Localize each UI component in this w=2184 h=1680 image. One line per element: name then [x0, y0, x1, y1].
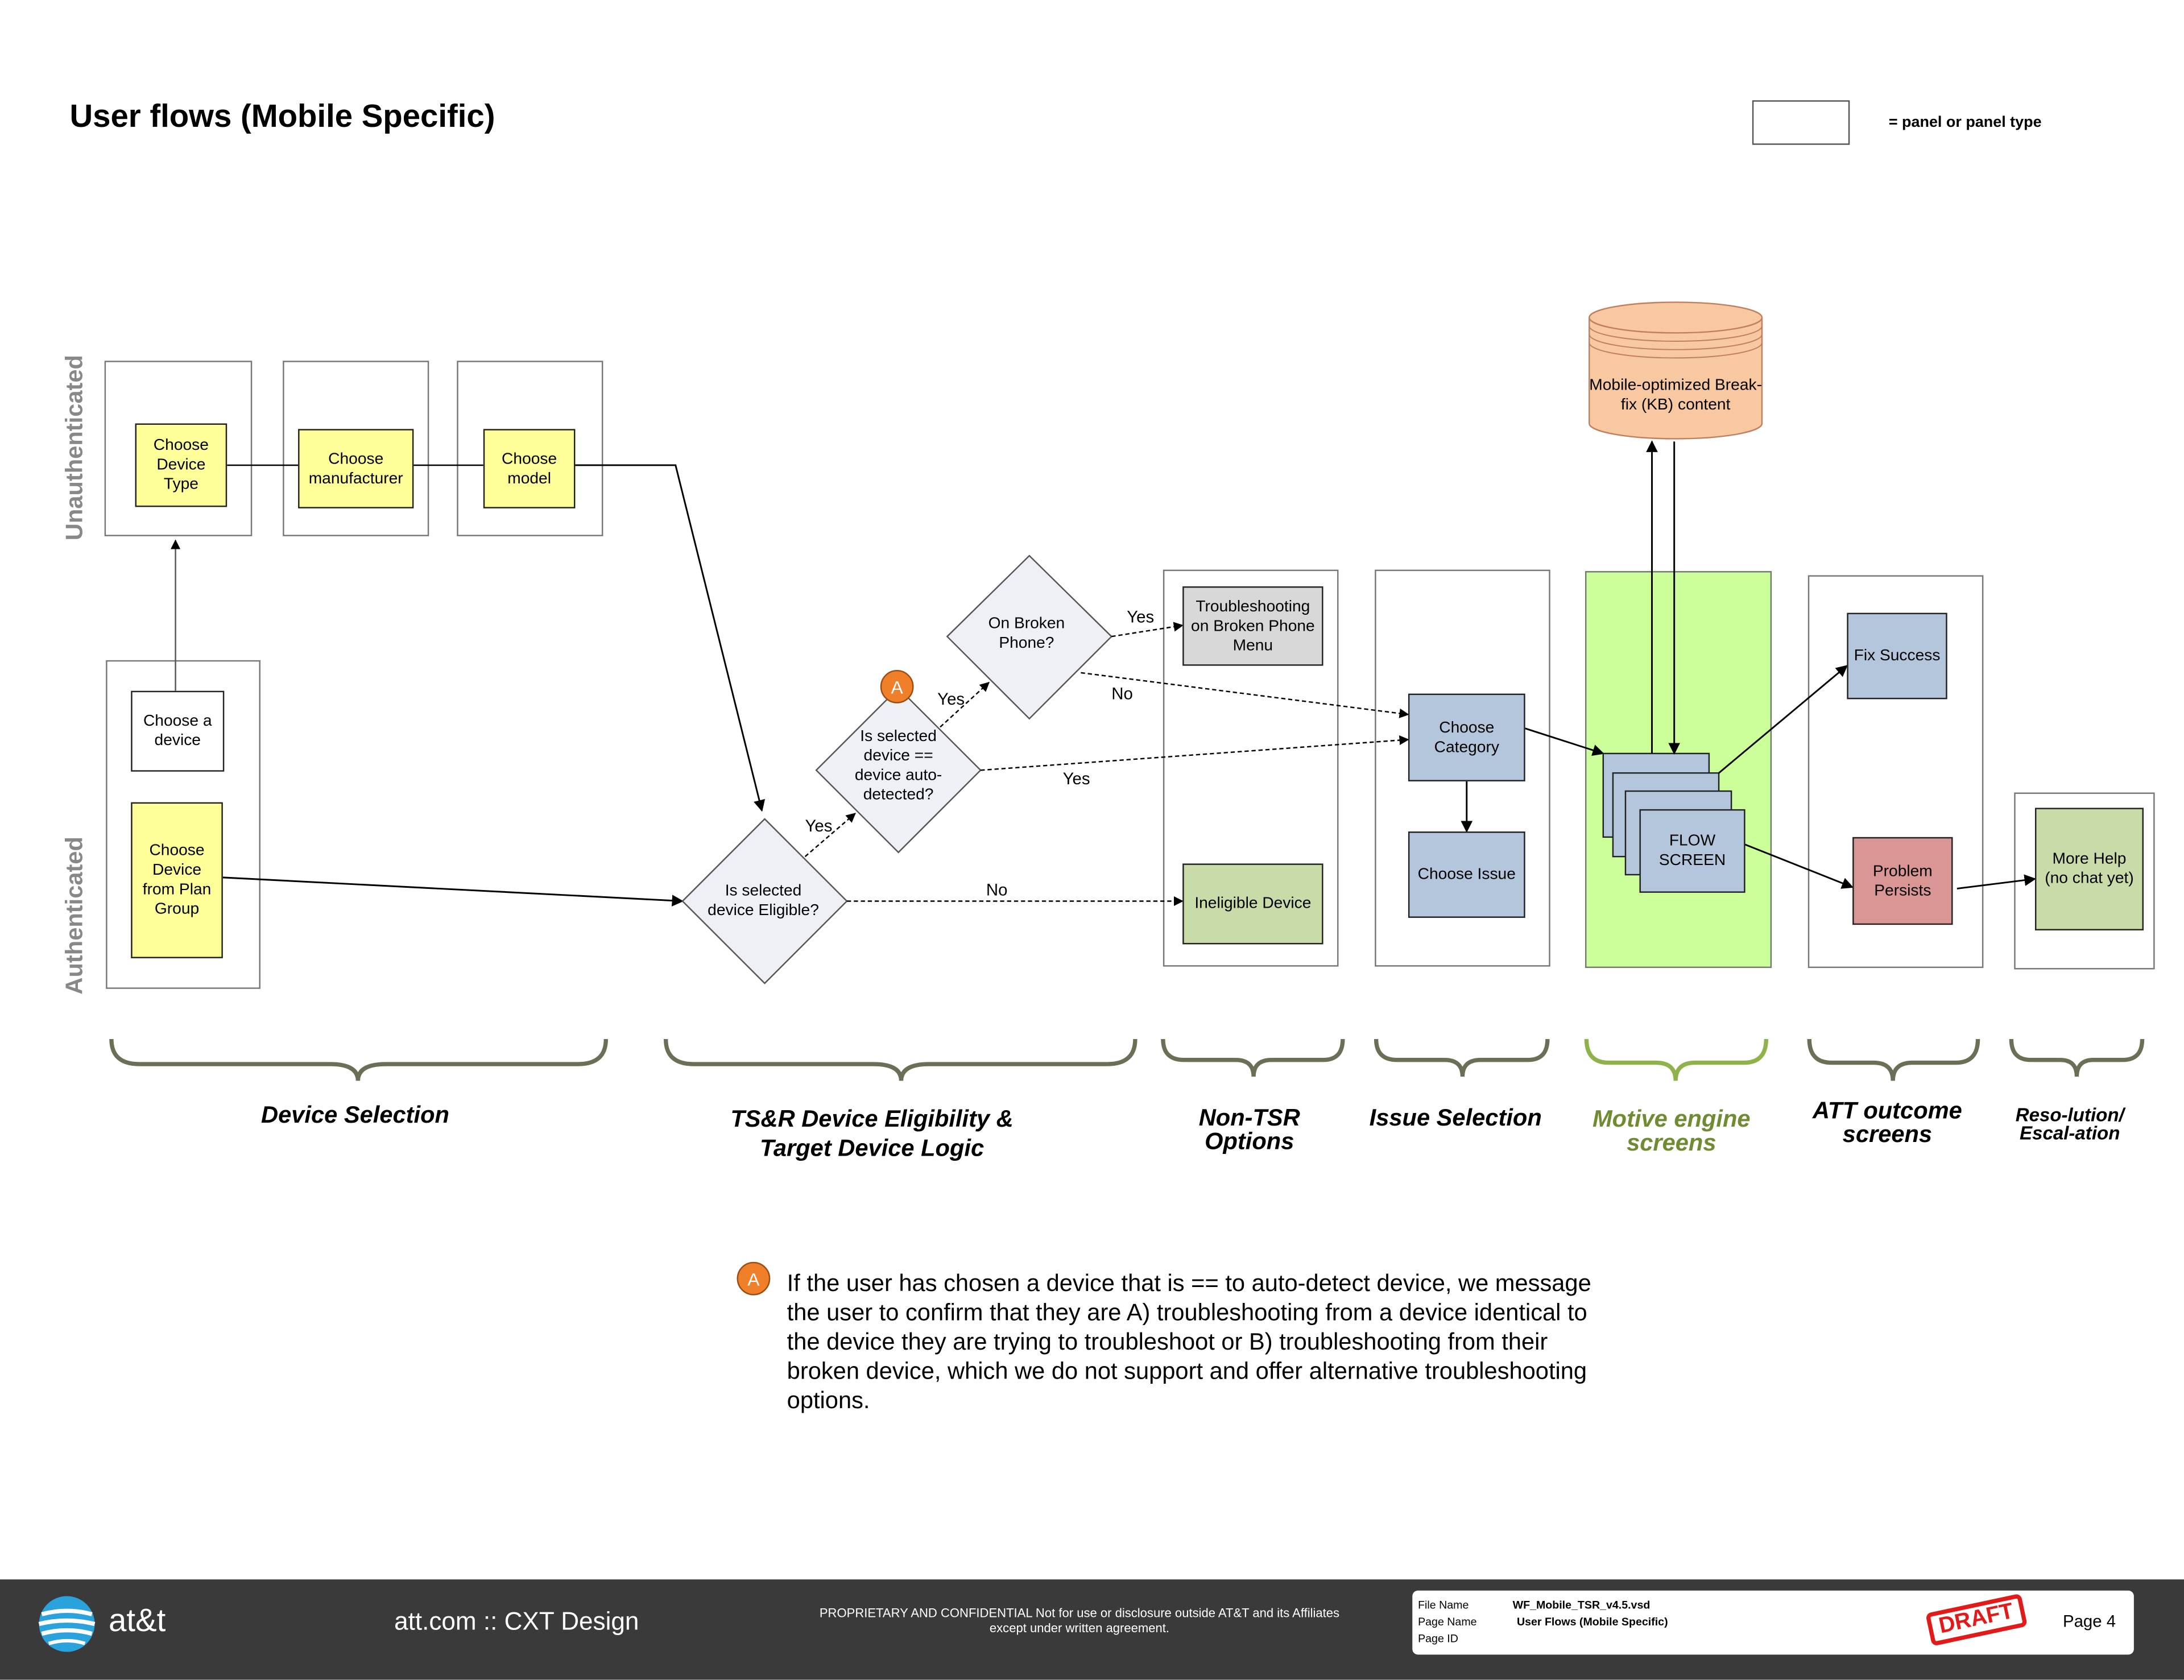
- page-name-label: Page Name: [1418, 1615, 1477, 1628]
- footer-proprietary-line1: PROPRIETARY AND CONFIDENTIAL Not for use…: [819, 1605, 1340, 1620]
- page-number: Page 4: [2062, 1611, 2116, 1631]
- node-choose-a-device: Choose a device: [131, 690, 225, 772]
- footer-proprietary-line2: except under written agreement.: [989, 1621, 1170, 1636]
- decision-auto-detected-label: Is selected device == device auto-detect…: [854, 728, 942, 804]
- att-globe-icon: [38, 1596, 96, 1652]
- note-text: If the user has chosen a device that is …: [787, 1270, 1591, 1414]
- decision-broken-phone-diamond: [946, 555, 1113, 720]
- edge-plan-to-eligible: [222, 876, 684, 907]
- edge-auto-to-category: [981, 735, 1409, 771]
- page-id-label: Page ID: [1418, 1632, 1458, 1645]
- edge-label-no-eligible: No: [986, 880, 1008, 900]
- section-att-outcome-line2: screens: [1842, 1121, 1933, 1148]
- section-motive-line1: Motive engine: [1592, 1106, 1751, 1133]
- footer-brand: at&t: [109, 1602, 166, 1638]
- brace-device-selection: [109, 1038, 608, 1081]
- node-ineligible-device: Ineligible Device: [1182, 863, 1323, 945]
- edge-label-yes-eligible: Yes: [805, 816, 833, 836]
- file-name-label: File Name: [1418, 1599, 1469, 1612]
- page-title: User flows (Mobile Specific): [69, 97, 495, 134]
- node-troubleshooting-menu: Troubleshooting on Broken Phone Menu: [1182, 586, 1323, 666]
- edge-eligible-yes-to-auto: [804, 813, 856, 858]
- kb-cylinder-top: [1589, 301, 1763, 334]
- brace-issue-selection: [1374, 1038, 1550, 1077]
- page-name-value: User Flows (Mobile Specific): [1516, 1615, 1668, 1628]
- legend-swatch: [1752, 100, 1850, 145]
- edge-broken-no-to-category: [1081, 672, 1409, 718]
- edge-label-no-broken: No: [1111, 684, 1133, 704]
- section-eligibility-line2: Target Device Logic: [760, 1135, 985, 1162]
- node-choose-issue: Choose Issue: [1408, 831, 1525, 918]
- section-resolution-line2: Escal-ation: [2020, 1122, 2120, 1144]
- edge-label-yes-auto: Yes: [937, 689, 965, 709]
- decision-broken-phone-label: On Broken Phone?: [988, 615, 1065, 652]
- section-att-outcome-line1: ATT outcome: [1812, 1097, 1962, 1124]
- section-issue-selection: Issue Selection: [1369, 1104, 1542, 1131]
- node-more-help: More Help (no chat yet): [2034, 808, 2144, 930]
- annotation-badge-a: A: [880, 669, 914, 704]
- brace-eligibility: [663, 1038, 1138, 1081]
- edge-model-to-eligible: [575, 464, 766, 812]
- decision-eligible-diamond: [681, 818, 848, 984]
- decision-auto-detected-diamond: [815, 687, 982, 854]
- brace-resolution: [2009, 1038, 2145, 1077]
- section-resolution-line1: Reso-lution/: [2015, 1104, 2124, 1125]
- node-choose-manufacturer: Choose manufacturer: [298, 429, 414, 508]
- node-choose-device-plan-group: Choose Device from Plan Group: [131, 802, 223, 958]
- file-name-value: WF_Mobile_TSR_v4.5.vsd: [1512, 1599, 1651, 1612]
- section-non-tsr-line2: Options: [1205, 1128, 1294, 1155]
- edge-auto-yes-to-broken: [940, 681, 990, 728]
- brace-non-tsr: [1161, 1038, 1345, 1077]
- section-non-tsr-line1: Non-TSR: [1198, 1104, 1300, 1131]
- decision-eligible-label: Is selected device Eligible?: [708, 883, 819, 920]
- section-eligibility-line1: TS&R Device Eligibility &: [730, 1106, 1014, 1133]
- section-device-selection: Device Selection: [261, 1102, 449, 1128]
- edge-flow-to-persists: [1743, 843, 1854, 889]
- edge-broken-yes-to-menu: [1111, 622, 1184, 638]
- node-problem-persists: Problem Persists: [1852, 837, 1953, 925]
- node-choose-category: Choose Category: [1408, 693, 1525, 781]
- node-fix-success: Fix Success: [1847, 613, 1947, 700]
- edge-label-yes-broken: Yes: [1127, 607, 1155, 627]
- edge-persists-to-more-help: [1956, 874, 2037, 889]
- node-choose-model: Choose model: [483, 429, 576, 508]
- brace-motive-engine: [1584, 1038, 1769, 1081]
- edge-flow-to-success: [1718, 665, 1848, 774]
- note-badge-a: A: [737, 1261, 771, 1296]
- node-flow-screen: FLOW SCREEN: [1639, 809, 1745, 893]
- edge-category-to-flow: [1525, 727, 1604, 756]
- section-motive-line2: screens: [1627, 1129, 1716, 1156]
- edge-label-yes-auto-category: Yes: [1062, 768, 1090, 789]
- footer-site: att.com :: CXT Design: [394, 1607, 639, 1636]
- node-kb-content: Mobile-optimized Break-fix (KB) content: [1589, 377, 1762, 414]
- node-choose-device-type: Choose Device Type: [135, 423, 228, 507]
- legend-label: = panel or panel type: [1888, 114, 2042, 131]
- brace-att-outcome: [1807, 1038, 1980, 1081]
